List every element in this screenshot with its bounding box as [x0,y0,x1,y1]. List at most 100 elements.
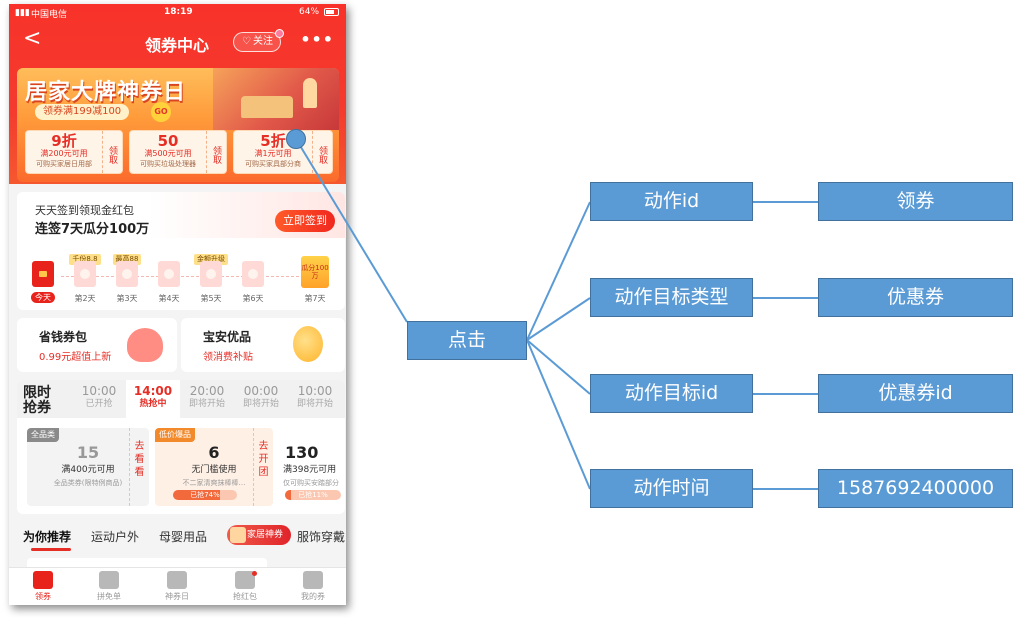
checkin-day: 千份8.8 第2天 [65,246,105,303]
tab-coupon-day[interactable]: 神券日 [147,571,207,602]
coupon-info: 50 满500元可用 可购买垃圾处理器 [130,131,206,173]
coupon-value: 6 [208,443,220,462]
battery-icon [324,8,339,16]
flash-coupon-card[interactable]: 低价爆品 6 无门槛使用 不二家清爽抹棒棒… 已抢74% 去开团 [155,428,273,506]
baoan-picks-card[interactable]: 宝安优品 领消费补贴 [181,318,345,372]
gift-box-icon [200,261,222,287]
flash-coupon-card[interactable]: 全品类 15 满400元可用 全品类券(限特例商品) 去看看 [27,428,149,506]
day-label: 第6天 [242,294,264,303]
status-bar: ▮▮▮ 中国电信 18:19 64% [9,4,346,22]
slot-status: 热抢中 [139,399,167,409]
connector-branch [526,297,591,341]
notification-dot [275,29,284,38]
tab-my-coupons[interactable]: 我的券 [283,571,343,602]
red-envelope-tab-icon [235,571,255,589]
time-slot[interactable]: 20:00 即将开始 [185,384,229,410]
click-target-marker [286,129,306,149]
active-tab-indicator [31,548,71,551]
checkin-card: 天天签到领现金红包 连签7天瓜分100万 立即签到 今天 千份8.8 第2天 最… [17,192,345,310]
savings-coupon-pack-card[interactable]: 省钱券包 0.99元超值上新 [17,318,177,372]
connector-branch [526,339,591,395]
view-button[interactable]: 去看看 [129,428,149,506]
tab-apparel[interactable]: 服饰穿戴 [297,530,346,544]
coupon-condition: 无门槛使用 [191,465,237,475]
day-label: 第3天 [116,294,138,303]
group-buy-button[interactable]: 去开团 [253,428,273,506]
coupon-claim-button[interactable]: 领取 [206,131,226,173]
time-slot[interactable]: 10:00 即将开始 [293,384,337,410]
slot-status: 即将开始 [242,399,279,409]
connector-branch [526,339,591,490]
checkin-button[interactable]: 立即签到 [275,210,335,232]
time-slot[interactable]: 14:00 热抢中 [131,384,175,410]
user-icon [303,571,323,589]
chip-label: 家居神券 [247,530,284,540]
coupon-card[interactable]: 5折 满1元可用 可购买家具部分商 领取 [233,130,333,174]
signal-icon: ▮▮▮ [15,8,30,18]
node-target-type-value: 优惠券 [818,278,1013,317]
coupon-claim-button[interactable]: 领取 [102,131,122,173]
promo-banner[interactable]: 居家大牌神券日 领券满199减100 GO 9折 满200元可用 可购买家居日用… [17,68,339,182]
gift-box-icon [158,261,180,287]
tab-label: 领券 [35,592,51,601]
coupon-info: 9折 满200元可用 可购买家居日用部 [26,131,102,173]
day-label: 第4天 [158,294,180,303]
connector-branch [526,201,591,341]
gift-box-icon [116,261,138,287]
coupon-desc: 不二家清爽抹棒棒… [182,479,246,487]
gold-coin-icon [293,326,323,362]
tab-coupons[interactable]: 领券 [13,571,73,602]
claim-progress-text: 已抢11% [298,491,328,499]
nav-bar: < 领券中心 ♡关注 ••• [9,24,346,60]
tab-sports-outdoor[interactable]: 运动户外 [91,530,140,544]
follow-label: 关注 [252,36,273,47]
bottom-tab-bar: 领券 拼免单 神券日 抢红包 我的券 [9,567,346,605]
follow-button[interactable]: ♡关注 [233,29,284,52]
coupon-card[interactable]: 50 满500元可用 可购买垃圾处理器 领取 [129,130,227,174]
coupon-claim-button[interactable]: 领取 [312,131,332,173]
tab-recommend[interactable]: 为你推荐 [23,530,72,544]
claim-progress-bar: 已抢74% [173,490,237,500]
day-label: 第5天 [200,294,222,303]
sofa-illustration [241,96,293,118]
flash-coupon-card[interactable]: 130 满398元可用 仅可购买安踏部分 已抢11% [279,428,345,506]
go-button[interactable]: GO [151,102,171,122]
node-action-id-key: 动作id [590,182,753,221]
day-tag: 金额升级 [194,254,228,265]
red-envelope-icon [32,261,54,287]
claim-progress-fill [285,490,292,500]
node-target-id-key: 动作目标id [590,374,753,413]
gift-box-icon [74,261,96,287]
coupon-amount: 5折 [260,132,286,150]
slot-time: 14:00 [133,384,173,398]
coupon-condition: 满500元可用 [144,149,192,158]
node-action-id-value: 领券 [818,182,1013,221]
tab-mother-baby[interactable]: 母婴用品 [159,530,208,544]
slot-time: 20:00 [189,384,225,398]
pot-icon [230,527,246,543]
checkin-day: 金额升级 第5天 [191,246,231,303]
category-tabs: 为你推荐 运动户外 母婴用品 家居神券 服饰穿戴 [9,520,346,554]
slot-status: 已开抢 [85,399,113,409]
tab-free-group[interactable]: 拼免单 [79,571,139,602]
time-slot[interactable]: 10:00 已开抢 [77,384,121,410]
home-icon [167,571,187,589]
slot-time: 00:00 [243,384,279,398]
back-icon[interactable]: < [23,26,42,51]
node-click: 点击 [407,321,527,360]
card-title: 宝安优品 [203,330,252,344]
phone-screenshot: ▮▮▮ 中国电信 18:19 64% < 领券中心 ♡关注 ••• 居家大牌神券… [9,4,346,605]
coupon-category-tag: 低价爆品 [155,428,195,442]
tab-home-coupons[interactable]: 家居神券 [227,525,291,545]
heart-icon: ♡ [242,36,251,47]
carrier-label: 中国电信 [31,10,68,20]
prize-text: 瓜分100万 [301,264,329,280]
tab-label: 我的券 [301,592,325,601]
flash-sale-label: 限时抢券 [23,385,51,416]
checkin-day: 最高88 第3天 [107,246,147,303]
more-menu-icon[interactable]: ••• [300,30,334,49]
notification-dot [252,571,257,576]
time-slot[interactable]: 00:00 即将开始 [239,384,283,410]
tab-red-envelope[interactable]: 抢红包 [215,571,275,602]
coupon-card[interactable]: 9折 满200元可用 可购买家居日用部 领取 [25,130,123,174]
